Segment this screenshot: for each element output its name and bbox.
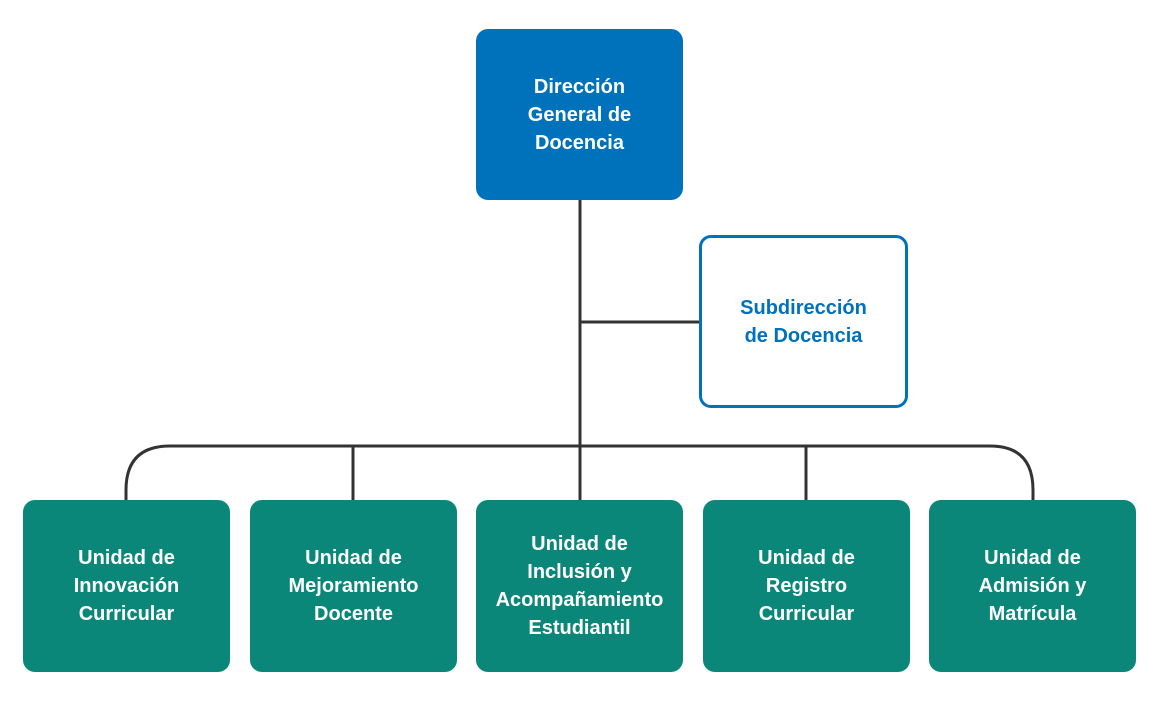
unidad-label: Unidad de Registro Curricular [758,547,855,625]
unidad-inclusion-box: Unidad de Inclusión y Acompañamiento Est… [476,500,683,672]
unidad-admision-matricula-box: Unidad de Admisión y Matrícula [929,500,1136,672]
unidad-label: Unidad de Mejoramiento Docente [288,547,419,625]
unidad-innovacion-curricular-box: Unidad de Innovación Curricular [23,500,230,672]
unidad-mejoramiento-docente-box: Unidad de Mejoramiento Docente [250,500,457,672]
direccion-general-label: Dirección General de Docencia [527,75,632,154]
subdireccion-box: Subdirección de Docencia [699,235,908,408]
subdireccion-label: Subdirección de Docencia [740,296,867,347]
unidad-label: Unidad de Innovación Curricular [73,547,180,625]
bus-line [124,444,1035,500]
unidad-registro-curricular-box: Unidad de Registro Curricular [703,500,910,672]
direccion-general-box: Dirección General de Docencia [476,29,683,200]
unidad-label: Unidad de Admisión y Matrícula [978,547,1087,625]
unidad-label: Unidad de Inclusión y Acompañamiento Est… [495,533,664,639]
